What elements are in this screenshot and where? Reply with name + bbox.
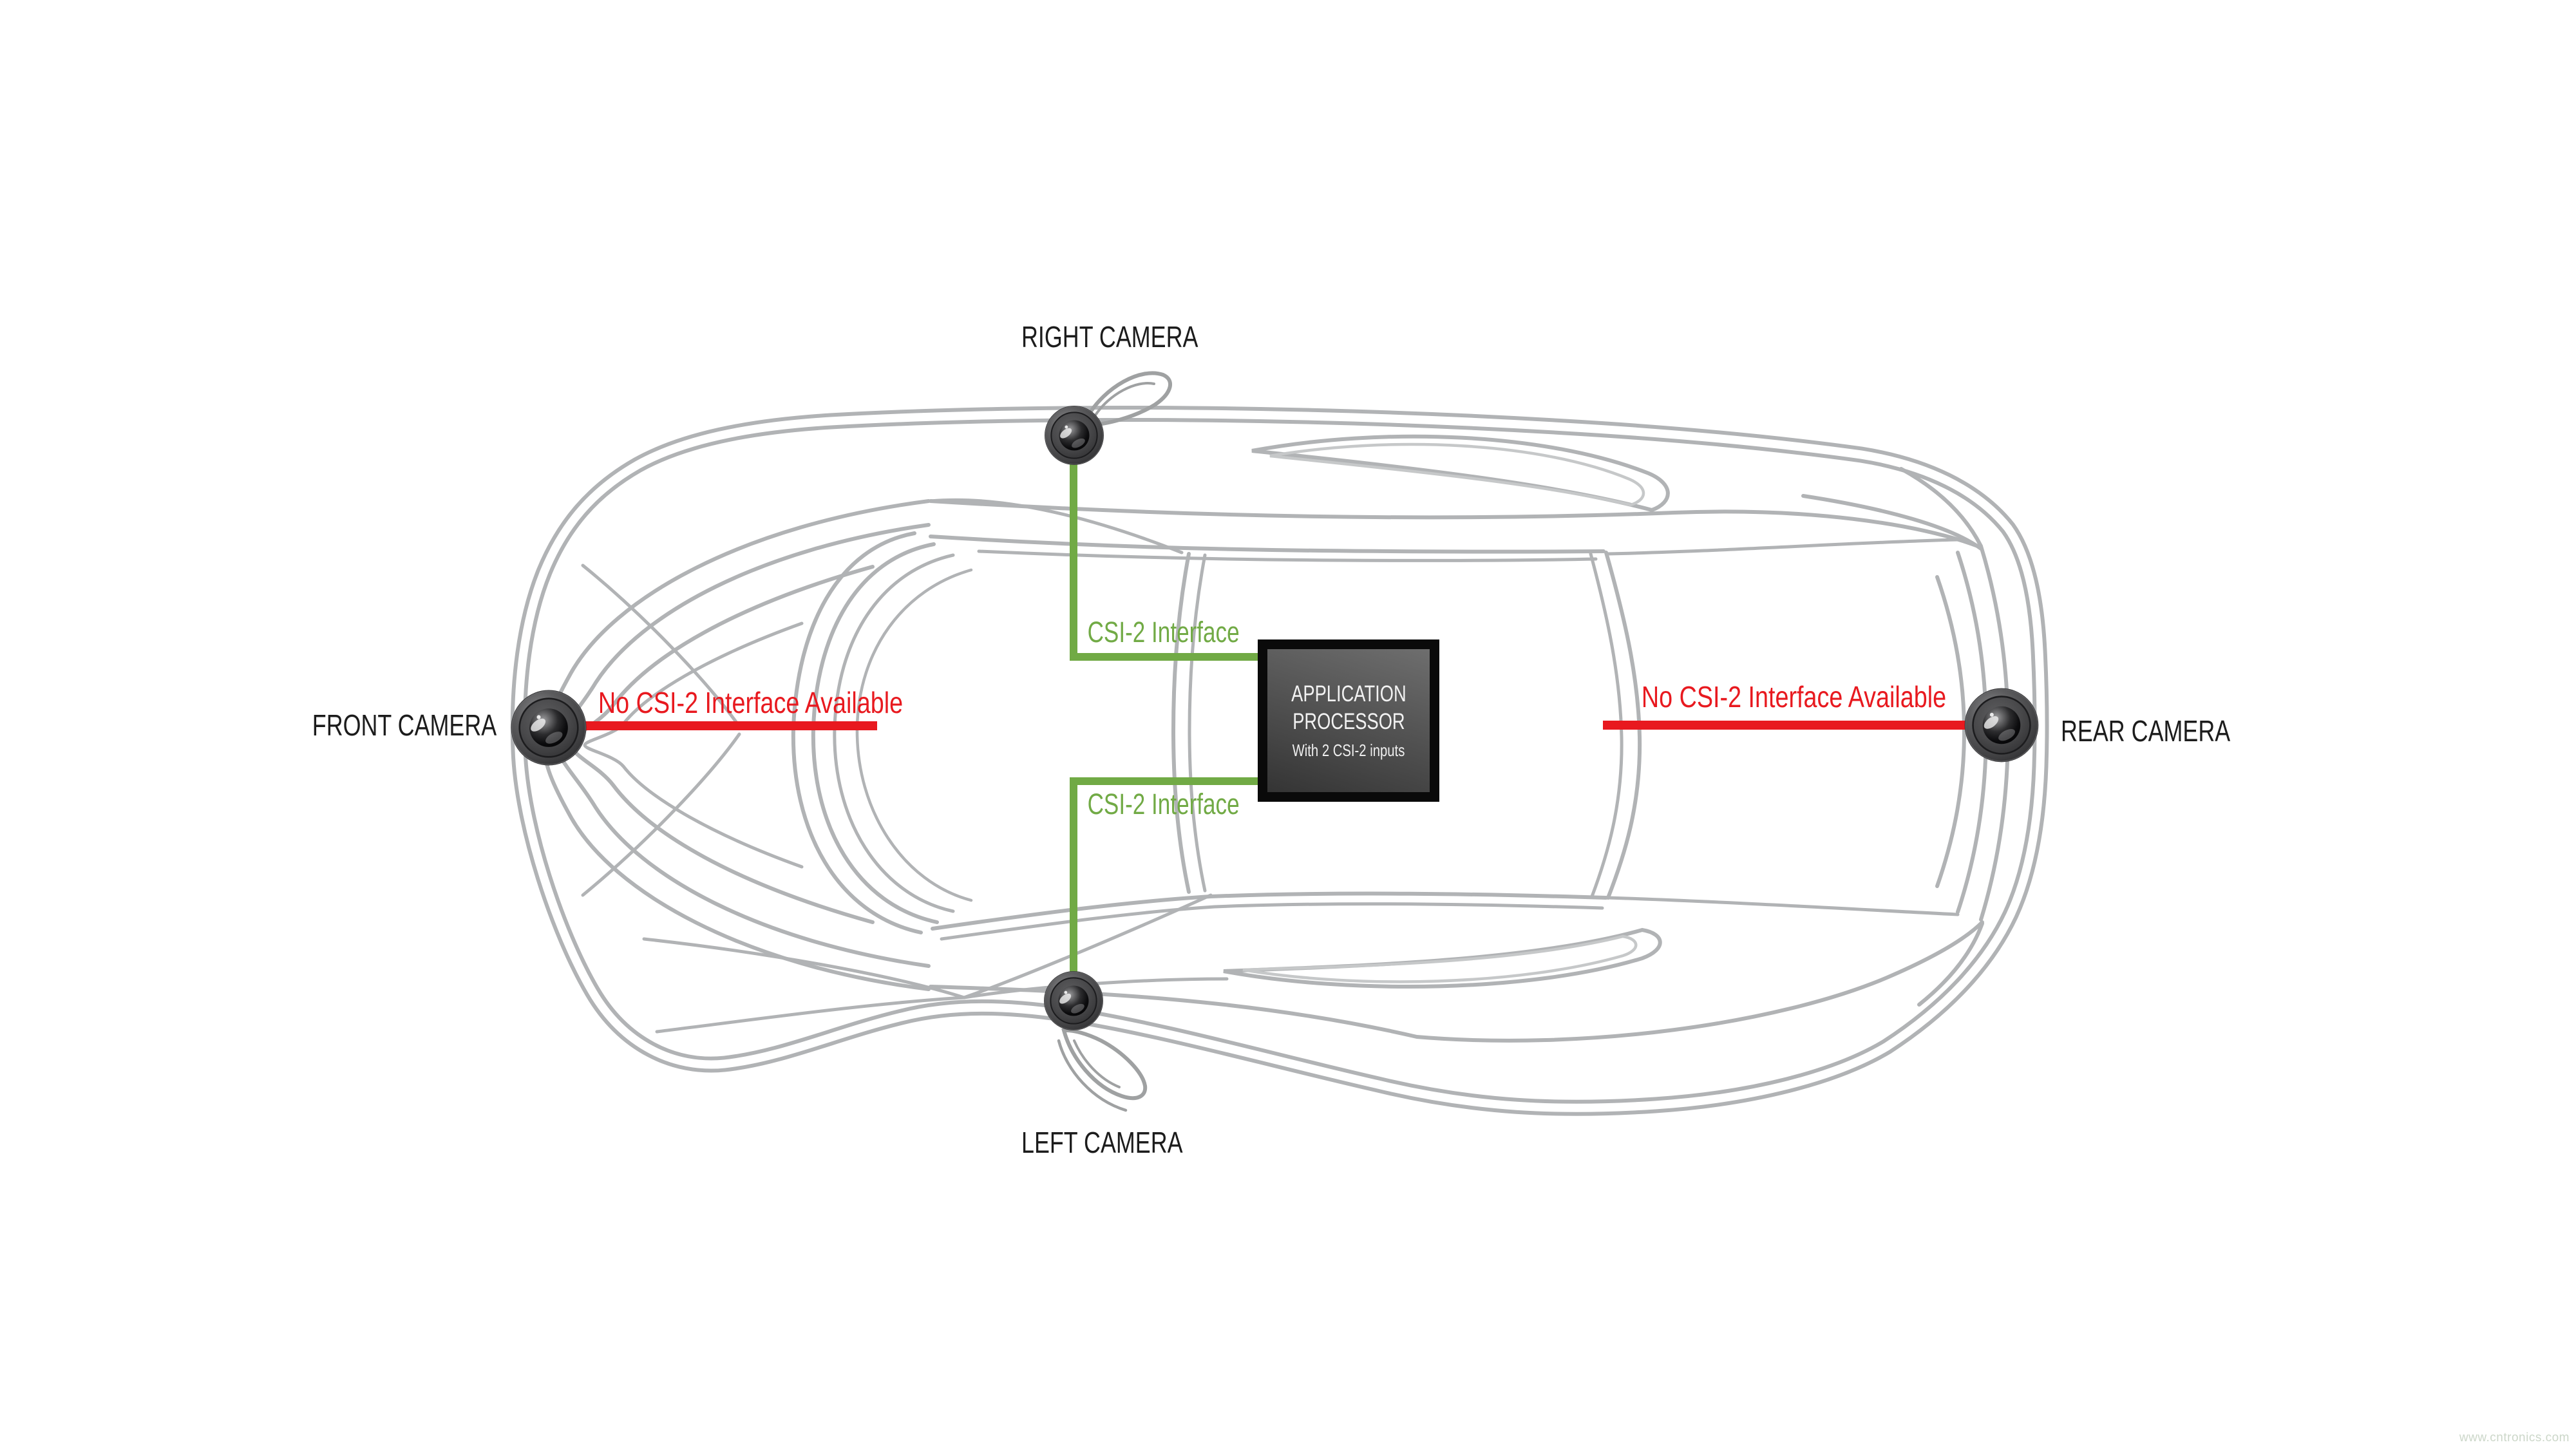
right-camera-label: RIGHT CAMERA	[1021, 322, 1248, 352]
csi2-label-left-text: CSI-2 Interface	[1087, 788, 1240, 820]
front-camera-label-text: FRONT CAMERA	[312, 708, 497, 742]
no-csi2-label-front-text: No CSI-2 Interface Available	[598, 686, 904, 719]
side-mirror-left	[1057, 1028, 1148, 1112]
connectors	[585, 460, 1967, 972]
csi2-label-left: CSI-2 Interface	[1045, 790, 1240, 819]
left-camera-icon	[1043, 971, 1104, 1031]
watermark-text: www.cntronics.com	[2459, 1431, 2570, 1444]
rear-camera-label: REAR CAMERA	[2061, 716, 2278, 746]
left-camera-label: LEFT CAMERA	[1021, 1128, 1228, 1157]
rear-camera-label-text: REAR CAMERA	[2061, 714, 2231, 748]
processor-subtitle-text: With 2 CSI-2 inputs	[1292, 740, 1405, 760]
car-body-sketch	[510, 371, 2049, 1116]
csi2-label-right: CSI-2 Interface	[1045, 618, 1240, 647]
left-camera-label-text: LEFT CAMERA	[1021, 1126, 1183, 1159]
no-csi2-label-front: No CSI-2 Interface Available	[526, 688, 976, 717]
processor-subtitle: With 2 CSI-2 inputs	[1276, 741, 1421, 761]
no-csi2-label-rear-text: No CSI-2 Interface Available	[1642, 680, 1947, 714]
processor-title-line1: APPLICATION	[1291, 681, 1406, 707]
csi2-line-right-camera	[1070, 460, 1258, 661]
right-camera-label-text: RIGHT CAMERA	[1021, 320, 1198, 354]
right-camera-icon	[1044, 405, 1104, 466]
processor-title-line2: PROCESSOR	[1292, 709, 1405, 734]
car-outer-outline-core	[514, 409, 2045, 1112]
csi2-line-left-camera	[1070, 777, 1258, 972]
front-camera-label: FRONT CAMERA	[260, 710, 497, 740]
no-csi2-label-rear: No CSI-2 Interface Available	[1569, 682, 2020, 712]
csi2-label-right-text: CSI-2 Interface	[1087, 616, 1240, 649]
side-mirror-right	[1085, 371, 1172, 428]
